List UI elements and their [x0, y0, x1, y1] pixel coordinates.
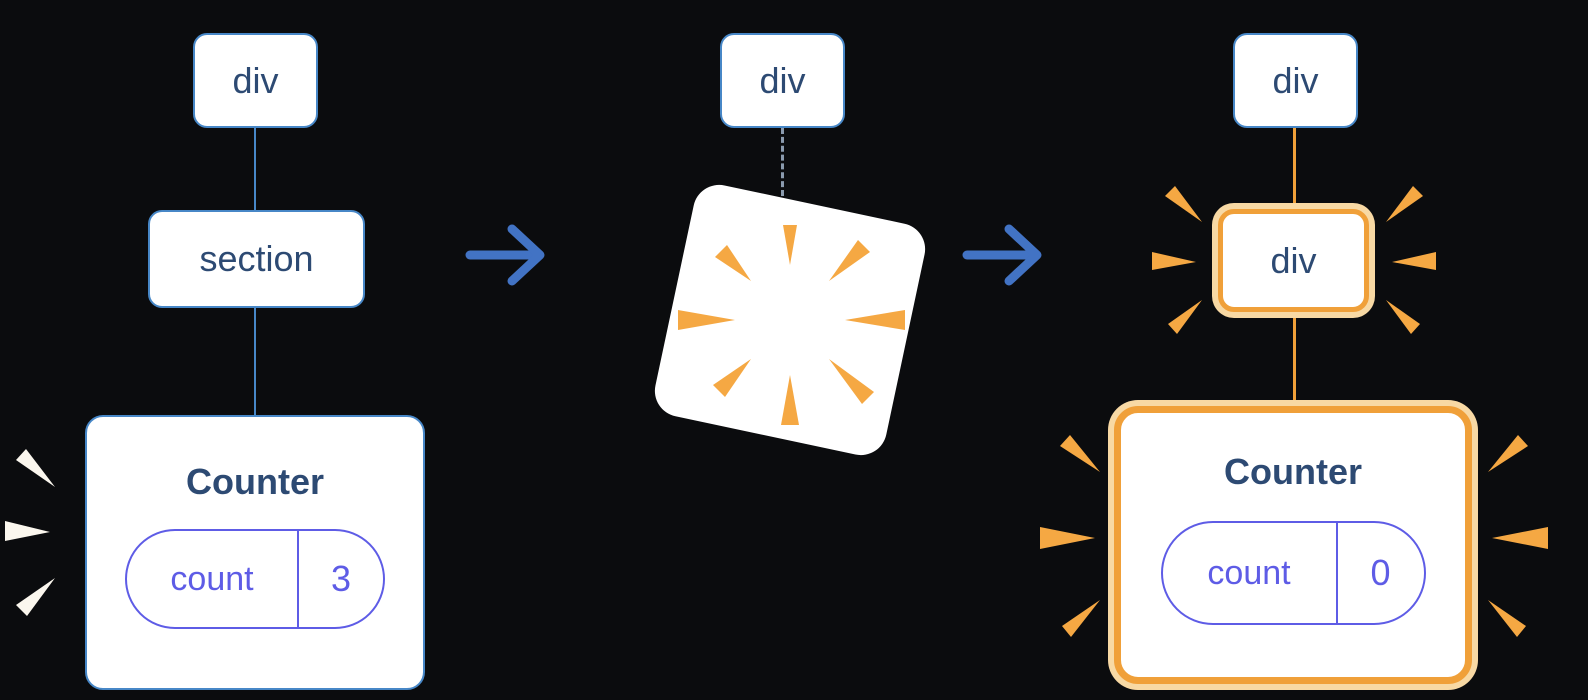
burst-mark-icon: [5, 449, 55, 616]
right-arrow-icon: [962, 224, 1042, 286]
left-state-key: count: [170, 559, 254, 598]
right-new-div-label: div: [1270, 239, 1317, 281]
left-counter-title: Counter: [186, 461, 324, 502]
middle-root-div-label: div: [759, 59, 806, 101]
right-state-key: count: [1207, 553, 1291, 592]
right-state-value: 0: [1335, 523, 1424, 623]
left-connector-root-child: [254, 128, 256, 210]
right-arrow-icon: [465, 224, 545, 286]
left-section-label: section: [199, 238, 314, 279]
right-counter-component: Counter count 0: [1114, 406, 1472, 684]
right-new-div-node: div: [1218, 209, 1369, 312]
left-state-pill: count 3: [125, 529, 385, 629]
right-root-div-node: div: [1233, 33, 1358, 128]
middle-dashed-connector: [781, 128, 784, 196]
left-section-node: section: [148, 210, 365, 308]
right-root-div-label: div: [1272, 59, 1319, 101]
right-counter-title: Counter: [1224, 451, 1362, 492]
left-counter-component: Counter count 3: [85, 415, 425, 690]
deleted-node-card: [650, 180, 930, 460]
left-root-div-label: div: [232, 59, 279, 101]
left-root-div-node: div: [193, 33, 318, 128]
right-connector-root-child: [1293, 128, 1296, 209]
right-state-pill: count 0: [1160, 521, 1426, 625]
right-connector-child-component: [1293, 314, 1296, 406]
left-connector-child-component: [254, 308, 256, 415]
middle-root-div-node: div: [720, 33, 845, 128]
left-state-value: 3: [297, 531, 383, 627]
